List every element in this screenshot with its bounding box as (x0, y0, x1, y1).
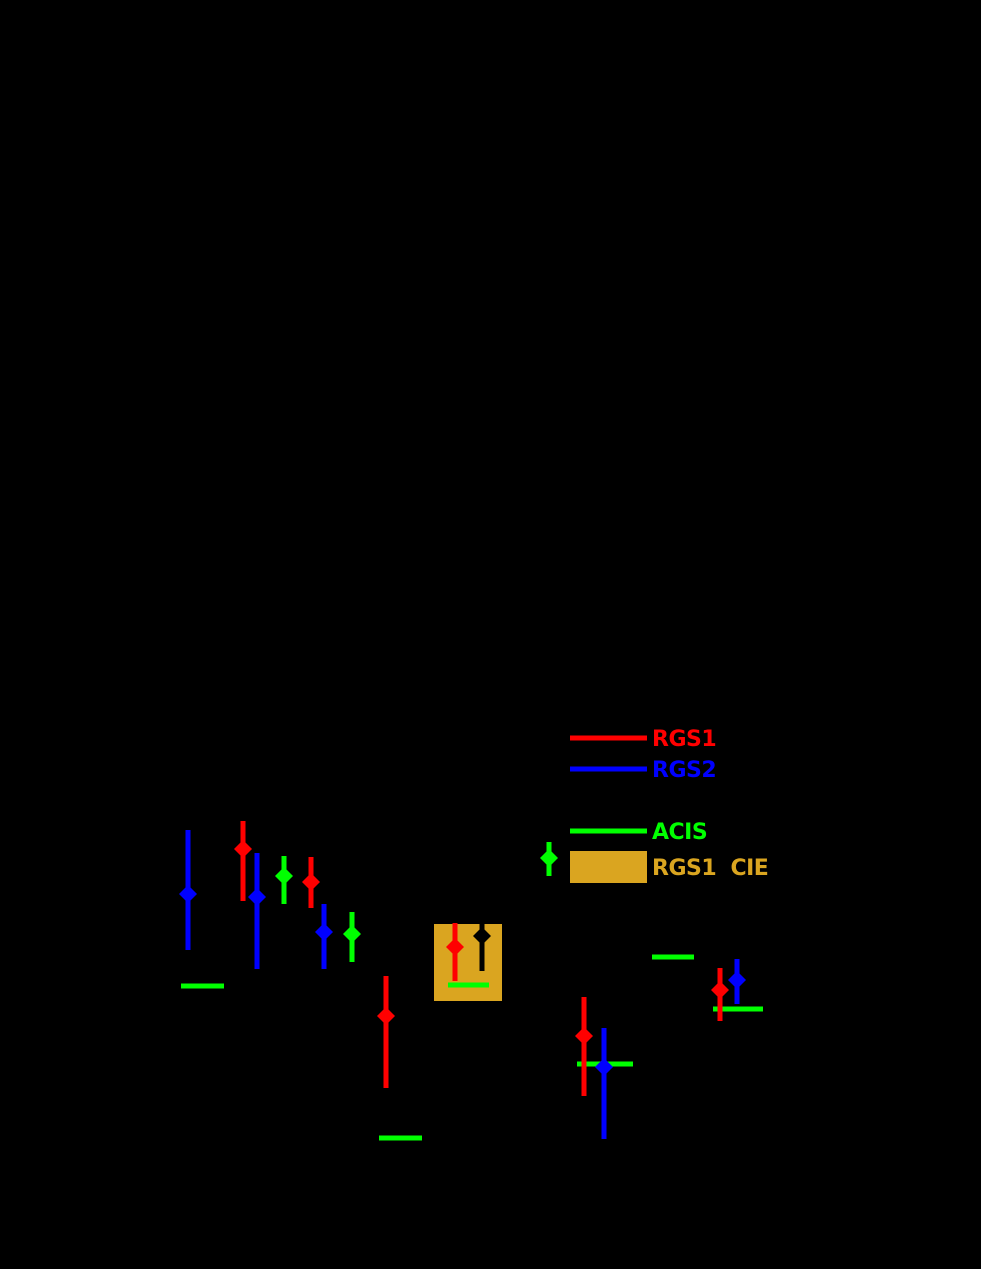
diamond-marker-icon (248, 888, 266, 906)
data-point (234, 821, 252, 901)
legend-swatch-rgs1-cie (570, 851, 647, 883)
diamond-marker-icon (377, 1007, 395, 1025)
diamond-marker-icon (446, 938, 464, 956)
diamond-marker-icon (302, 873, 320, 891)
legend-label-rgs1-cie: RGS1 CIE (652, 856, 768, 881)
data-point (315, 904, 333, 969)
series-acis-points (275, 842, 558, 962)
diamond-marker-icon (728, 971, 746, 989)
legend-label-rgs2: RGS2 (652, 758, 716, 783)
legend-item-rgs1: RGS1 (570, 727, 717, 752)
data-points (179, 821, 746, 1139)
diamond-marker-icon (575, 1027, 593, 1045)
legend-item-rgs2: RGS2 (570, 758, 717, 783)
diamond-marker-icon (711, 981, 729, 999)
diamond-marker-icon (595, 1058, 613, 1076)
legend: RGS1 RGS2 ACIS RGS1 CIE (570, 727, 769, 883)
series-rgs1 (234, 821, 729, 1096)
data-point (473, 924, 491, 971)
data-point (275, 856, 293, 904)
diamond-marker-icon (179, 885, 197, 903)
data-point (377, 976, 395, 1088)
data-point (728, 959, 746, 1004)
data-point (711, 968, 729, 1021)
data-point (595, 1028, 613, 1139)
diamond-marker-icon (315, 923, 333, 941)
legend-item-acis: ACIS (570, 820, 708, 845)
data-point (179, 830, 197, 950)
series-hidden-black (473, 924, 491, 971)
data-point (446, 923, 464, 981)
diamond-marker-icon (275, 867, 293, 885)
data-point (248, 853, 266, 969)
rgs1-cie-region (434, 924, 502, 1001)
diamond-marker-icon (234, 840, 252, 858)
series-rgs2 (179, 830, 746, 1139)
legend-label-acis: ACIS (652, 820, 707, 845)
diamond-marker-icon (473, 927, 491, 945)
diamond-marker-icon (343, 925, 361, 943)
data-point (540, 842, 558, 876)
data-point (343, 912, 361, 962)
data-point (575, 997, 593, 1096)
diamond-marker-icon (540, 849, 558, 867)
rgs1-cie-box (434, 924, 502, 1001)
legend-label-rgs1: RGS1 (652, 727, 716, 752)
legend-item-rgs1-cie: RGS1 CIE (570, 851, 769, 883)
data-point (302, 857, 320, 908)
